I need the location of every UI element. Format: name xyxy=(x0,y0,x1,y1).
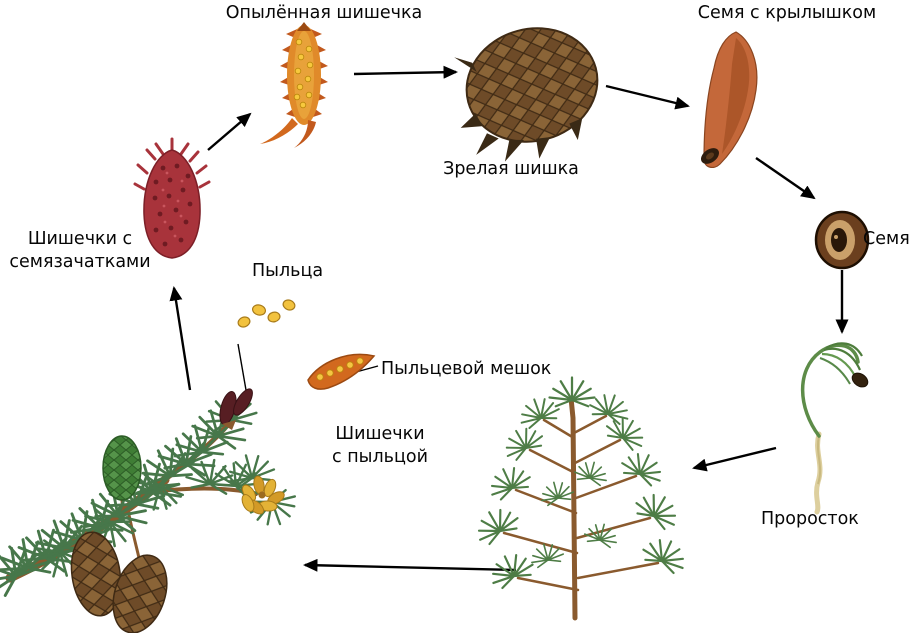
arrow-wing-to-seed xyxy=(755,157,816,200)
label-seed: Семя xyxy=(863,229,910,249)
cycle-arrows xyxy=(169,65,849,572)
label-seed-with-wing: Семя с крылышком xyxy=(697,3,877,23)
young-green-cone xyxy=(102,435,142,501)
pine-branch-illustration xyxy=(0,388,304,633)
arrow-mature-to-wing xyxy=(605,84,690,110)
ovule-cone-illustration xyxy=(133,137,211,259)
red-buds xyxy=(219,388,253,430)
hanging-cone-2 xyxy=(112,554,168,633)
label-mature-cone: Зрелая шишка xyxy=(443,159,579,179)
leader-pollen xyxy=(237,343,247,391)
label-pollen: Пыльца xyxy=(252,261,324,281)
label-pollen-cones: Шишечки с пыльцой xyxy=(332,424,428,467)
young-pine-illustration xyxy=(469,376,692,621)
hanging-cone-1 xyxy=(70,531,122,617)
label-pollen-sac: Пыльцевой мешок xyxy=(381,359,552,379)
label-seedling: Проросток xyxy=(761,509,859,529)
pollen-grains-illustration xyxy=(237,299,296,328)
label-pollinated-cone: Опылённая шишечка xyxy=(225,3,423,23)
arrow-pollinated-to-mature xyxy=(353,65,458,79)
seedling-illustration xyxy=(800,342,869,515)
arrow-ovule-to-pollinated xyxy=(207,112,252,151)
seed-illustration xyxy=(814,210,870,270)
yellow-pollen-cones xyxy=(241,475,285,515)
seed-with-wing-illustration xyxy=(700,31,758,169)
arrow-young-pine-to-branch xyxy=(303,558,517,572)
pollinated-cone-illustration xyxy=(260,22,328,148)
label-ovule-cones: Шишечки с семязачатками xyxy=(9,229,151,272)
pollen-sac-illustration xyxy=(307,353,376,390)
arrow-seedling-to-young-pine xyxy=(692,446,777,472)
arrow-branch-to-ovule xyxy=(169,286,192,391)
mature-cone-illustration xyxy=(454,27,599,162)
